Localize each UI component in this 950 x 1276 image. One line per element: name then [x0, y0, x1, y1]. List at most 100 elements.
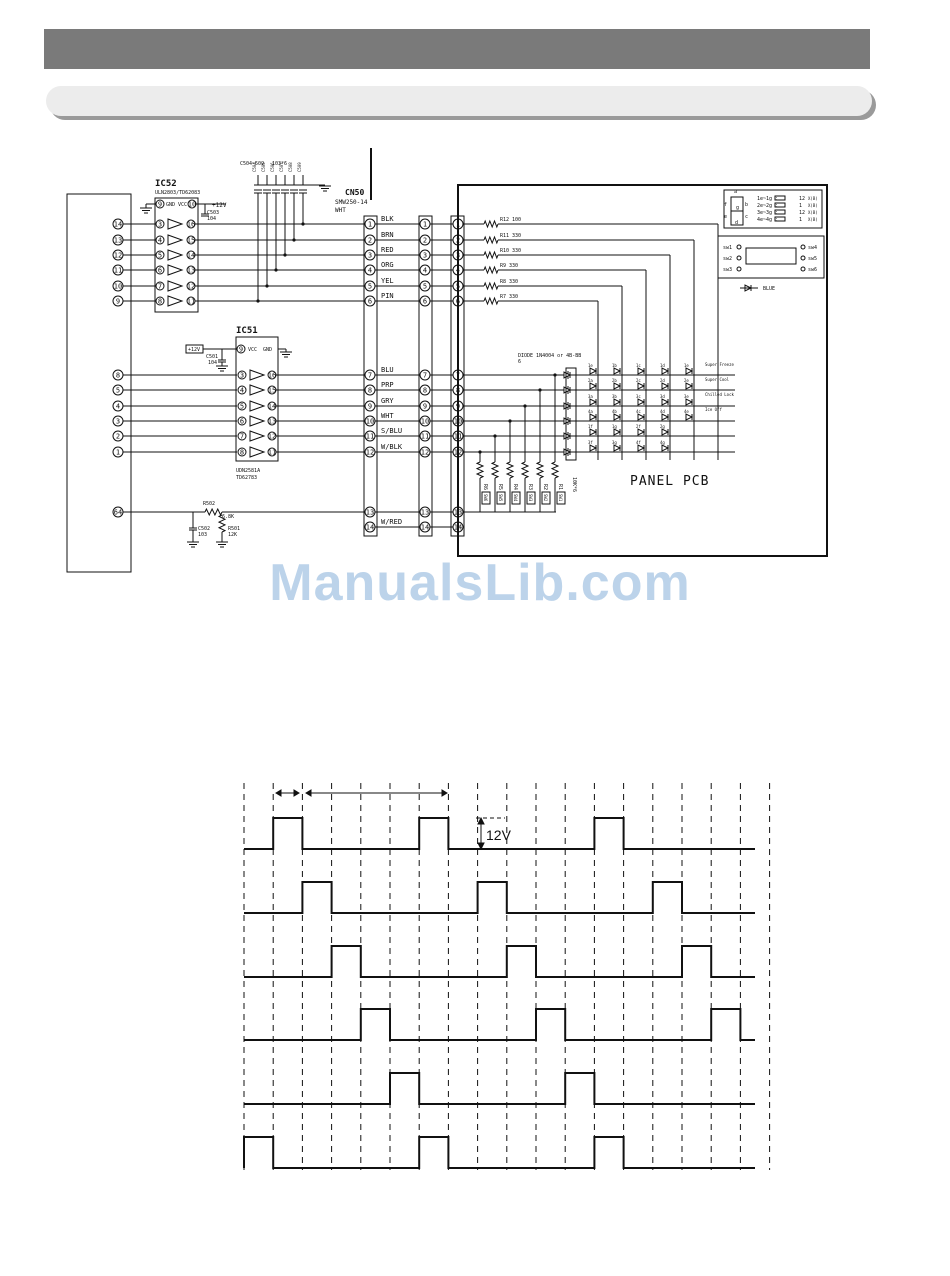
ic52-buffer [167, 249, 184, 261]
sw-right-led [800, 255, 806, 261]
panel-resistor-label: R10 330 [500, 248, 521, 254]
matrix-diode-label: 3d [660, 394, 665, 399]
legend-led [774, 195, 786, 201]
junction-dot [283, 253, 287, 257]
cap-array-name: C504~509 [240, 161, 264, 167]
switch-label: SW2 [543, 494, 548, 502]
wire-color-label: PRP [381, 381, 394, 389]
wire-color-label: ORG [381, 261, 394, 269]
matrix-diode [661, 367, 670, 375]
junction-dot [553, 373, 557, 377]
pullup-resistor [475, 461, 485, 479]
ic52-in-pin: 8 [158, 298, 162, 306]
sw-left-label: sw2 [723, 256, 732, 262]
ic51-vcc-pin: 9 [239, 346, 243, 354]
c503-value: 104 [207, 216, 216, 222]
ic51-left-pin: 2 [116, 433, 120, 441]
cn50-pin: 5 [368, 283, 372, 291]
matrix-diode-label: 3g [612, 440, 617, 445]
legend-code: 2e~2g : [757, 203, 778, 209]
panel-resistor-label: R11 330 [500, 233, 521, 239]
c501-name: C501 [206, 354, 218, 360]
c501-value: 104 [208, 360, 217, 366]
matrix-diode-label: 1c [636, 363, 641, 368]
ic51-in-pin: 4 [240, 387, 244, 395]
matrix-diode-label: 4e [684, 409, 689, 414]
ic51-vcc-label: VCC [248, 347, 257, 353]
ic52-vcc-pin: 10 [188, 201, 196, 209]
row-diode [563, 448, 572, 456]
ic51-out-pin: 11 [268, 449, 276, 457]
panel-resistor-label: R9 330 [500, 263, 518, 269]
ic52-left-pin: 14 [114, 221, 122, 229]
mid-pin: 9 [423, 403, 427, 411]
matrix-diode [613, 382, 622, 390]
cn50-pin: 9 [368, 403, 372, 411]
ic52-in-pin: 7 [158, 283, 162, 291]
matrix-diode-label: 4b [612, 409, 617, 414]
sw-right-led [800, 266, 806, 272]
cn50-pin: 4 [368, 267, 372, 275]
section-title-bar [46, 86, 872, 116]
matrix-diode-label: 1f [588, 424, 593, 429]
legend-note: 1 [799, 217, 802, 223]
legend-led [774, 216, 786, 222]
left-pin-64: 64 [114, 509, 122, 517]
panel-resistor-label: R8 330 [500, 279, 518, 285]
timing-waveform [244, 1072, 755, 1105]
timing-waveform [244, 945, 755, 978]
switch-box [526, 491, 536, 505]
legend-code: 3e~3g : [757, 210, 778, 216]
r502-name: R502 [203, 501, 215, 507]
ic51-buffer [249, 446, 266, 458]
ic52-buffer [167, 218, 184, 230]
matrix-diode [637, 367, 646, 375]
matrix-diode [637, 382, 646, 390]
ic52-in-pin-circle [155, 219, 165, 229]
ic52-gnd-label: GND [166, 202, 175, 208]
matrix-diode-label: 1g [612, 424, 617, 429]
row-diode [563, 386, 572, 394]
header-bar [44, 29, 870, 69]
ic52-gnd-pin: 9 [158, 201, 162, 209]
cn50-color: WHT [335, 207, 346, 214]
ic52-in-pin-circle [155, 250, 165, 260]
arrow-head [293, 789, 300, 797]
arrow-head [477, 842, 485, 851]
matrix-diode [613, 428, 622, 436]
wire-color-label: YEL [381, 277, 394, 285]
c503-name: C503 [207, 210, 219, 216]
seg-letter: a [734, 189, 737, 195]
ic51-part-bottom: TD62783 [236, 475, 257, 481]
ic51-out-pin: 14 [268, 403, 276, 411]
arrow-head [441, 789, 448, 797]
diode-note: DIODE 1N4004 or 4B-BB [518, 353, 581, 359]
ic51-left-pin: 8 [116, 372, 120, 380]
mid-pin: 6 [423, 298, 427, 306]
matrix-diode [637, 413, 646, 421]
pullup-label: R1 [557, 484, 563, 490]
matrix-diode [589, 428, 598, 436]
sw-right-led [800, 244, 806, 250]
matrix-diode [613, 367, 622, 375]
matrix-diode-label: 3a [588, 394, 593, 399]
ic51-in-pin: 8 [240, 449, 244, 457]
ic52-buffer [167, 280, 184, 292]
ic51-out-pin: 16 [268, 372, 276, 380]
cn50-pin: 7 [368, 372, 372, 380]
timing-waveform [244, 881, 755, 914]
matrix-diode-label: 4f [636, 440, 641, 445]
switch-label: SW4 [513, 494, 518, 502]
connector-cn50 [363, 215, 378, 537]
plus12v-a: +12V [212, 202, 227, 209]
matrix-diode-label: 3b [612, 394, 617, 399]
ic51-in-pin-circle [237, 401, 247, 411]
c502-value: 103 [198, 532, 207, 538]
junction-dot [274, 268, 278, 272]
row-diode [563, 371, 572, 379]
mid-pin: 10 [421, 418, 429, 426]
junction-dot [292, 238, 296, 242]
ic51-in-pin: 7 [240, 433, 244, 441]
switch-box [511, 491, 521, 505]
mid-pin: 3 [423, 252, 427, 260]
